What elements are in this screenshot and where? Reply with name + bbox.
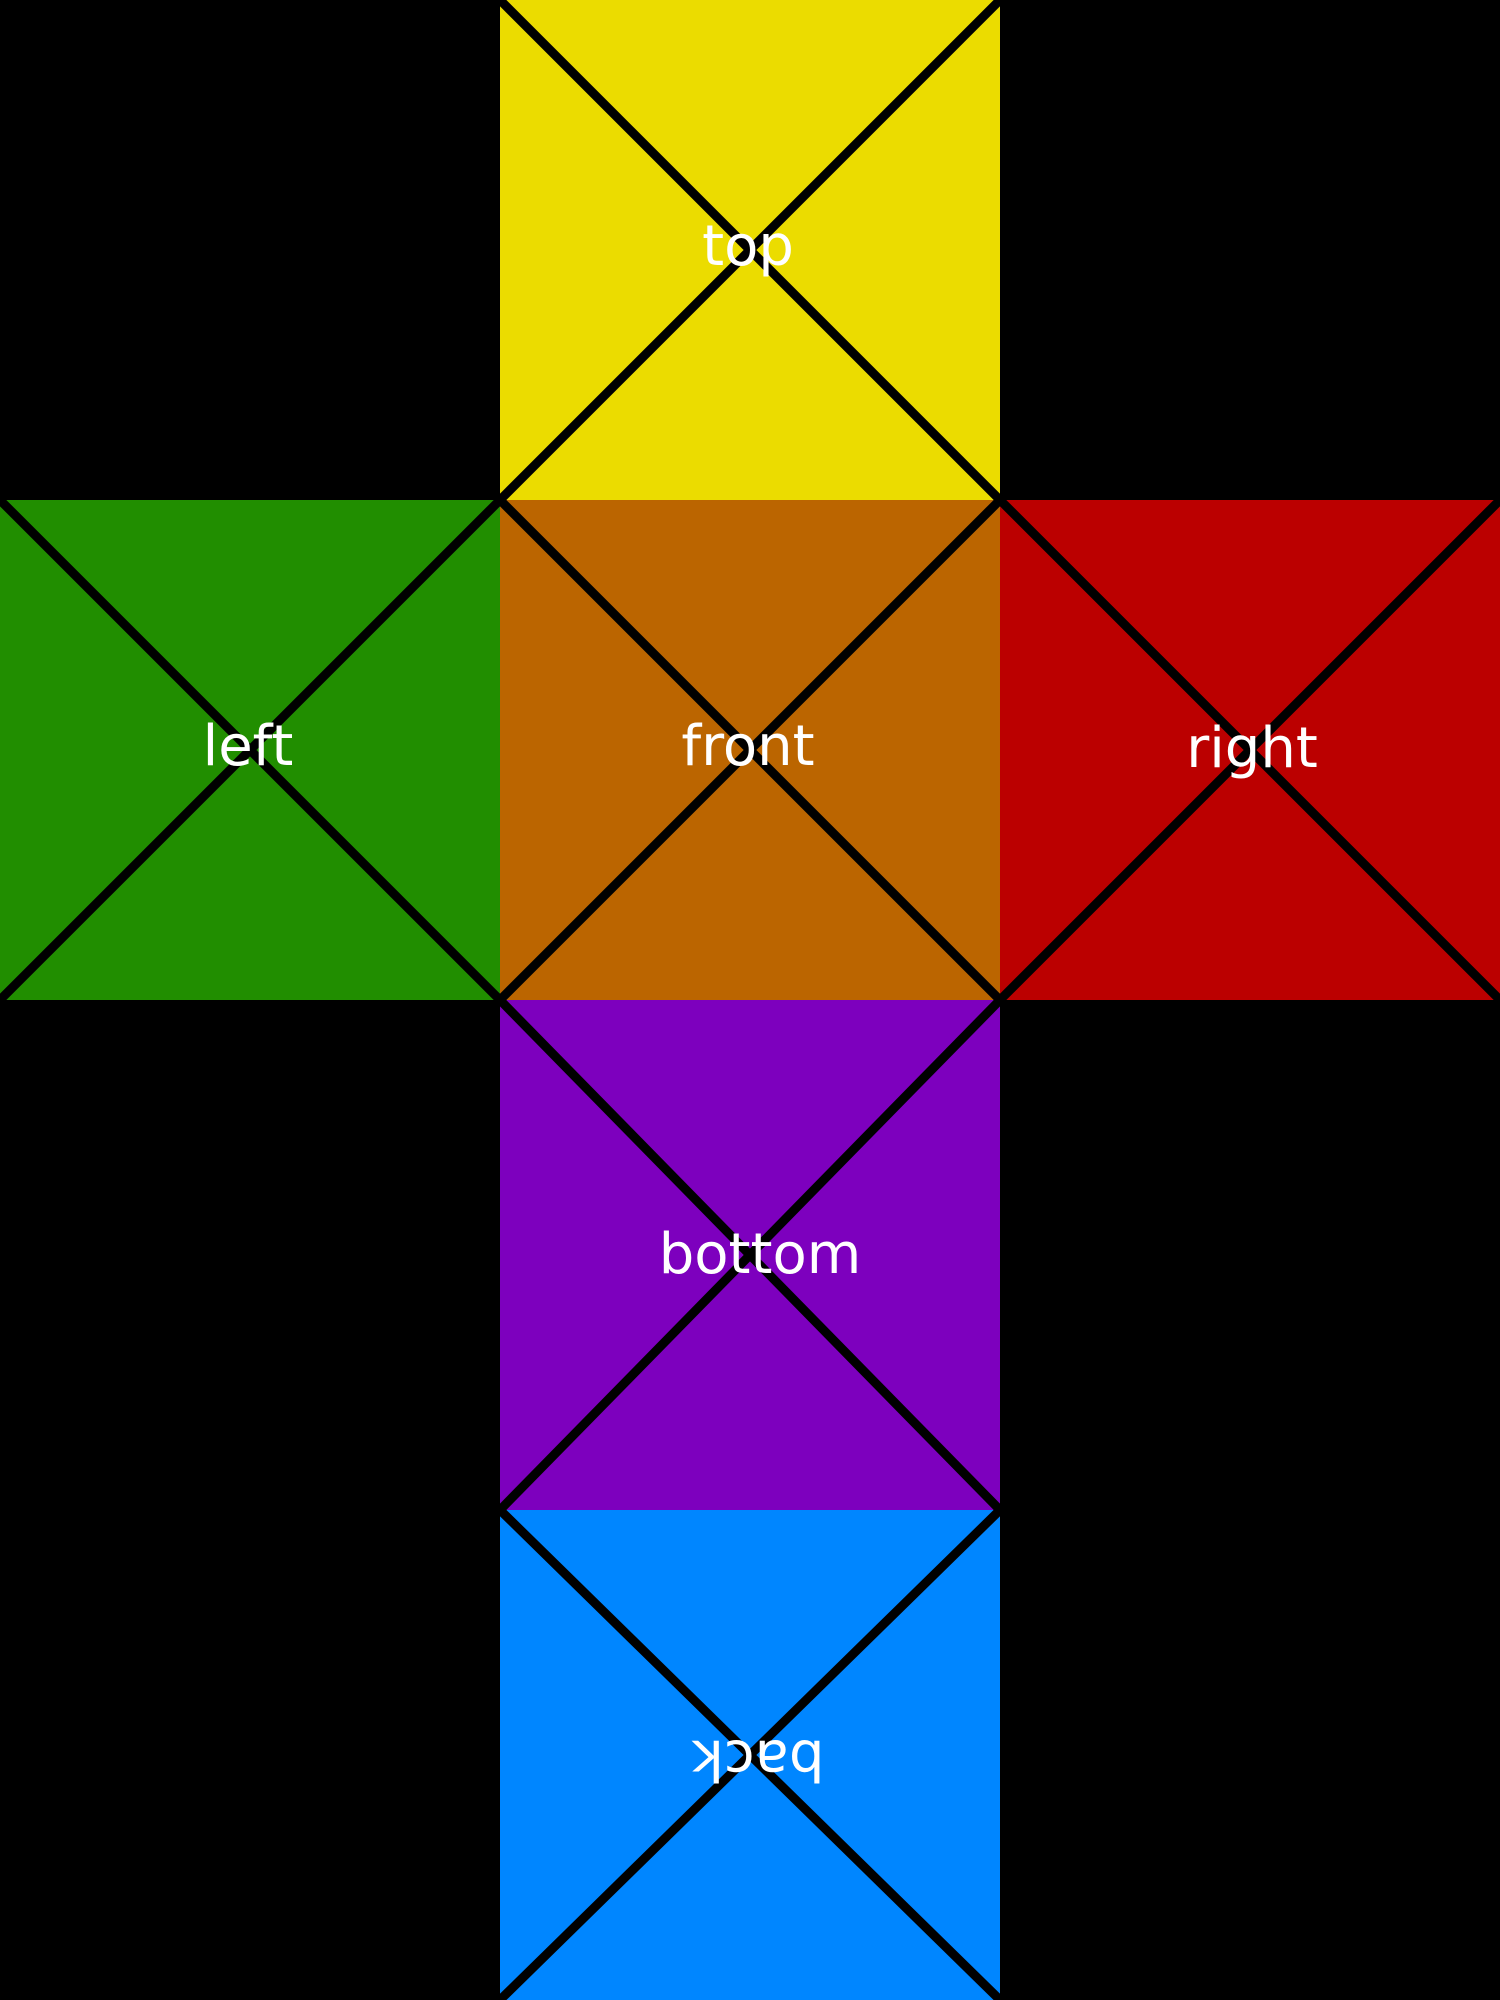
face-top-label: top: [702, 214, 794, 279]
face-bottom: bottom: [496, 996, 1004, 1514]
face-right: right: [996, 496, 1500, 1004]
face-front-label: front: [681, 714, 814, 779]
face-front-diagonal-2: [496, 496, 1004, 1004]
face-left: left: [0, 496, 504, 1004]
face-left-label: left: [203, 714, 294, 779]
face-right-diagonal-2: [996, 496, 1500, 1004]
face-back-diagonal-2: [496, 1506, 1004, 2000]
face-top: top: [496, 0, 1004, 504]
face-back-label: back: [691, 1727, 825, 1792]
face-front: front: [496, 496, 1004, 1004]
face-right-label: right: [1186, 716, 1318, 781]
face-top-diagonal-2: [496, 0, 1004, 504]
face-back: back: [496, 1506, 1004, 2000]
face-bottom-diagonal-2: [496, 996, 1004, 1514]
face-left-diagonal-2: [0, 496, 504, 1004]
face-bottom-label: bottom: [659, 1222, 862, 1287]
